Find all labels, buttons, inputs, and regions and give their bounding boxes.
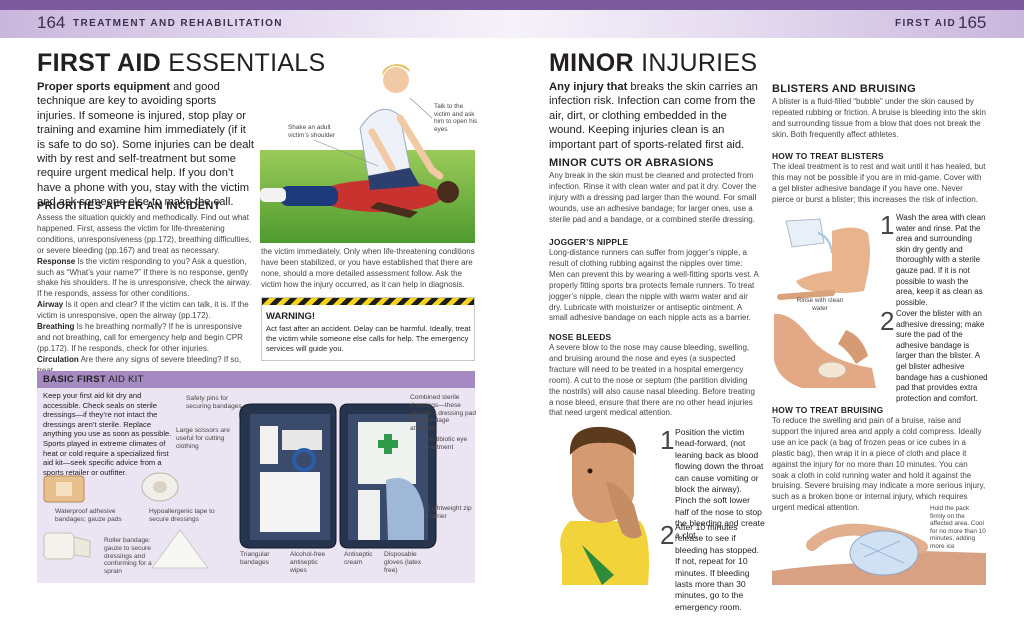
- label-tape: Hypoallergenic tape to secure dressings: [149, 508, 215, 523]
- blister-step1-number: 1: [880, 210, 895, 240]
- blister-step1-text: Wash the area with clean water and rinse…: [896, 213, 986, 307]
- label-zip-carrier: Lightweight zip carrier: [428, 505, 472, 520]
- label-hold-pack: Hold the pack firmly on the affected are…: [930, 505, 986, 550]
- label-roller-bandage: Roller bandage: gauze to secure dressing…: [104, 537, 152, 576]
- title-bold: FIRST AID: [37, 49, 161, 77]
- nose-step1-text: Position the victim head-forward, (not l…: [675, 427, 765, 540]
- label-shake-shoulder: Shake an adult victim’s shoulder: [288, 124, 336, 139]
- kit-heading-light: AID KIT: [105, 374, 144, 385]
- kit-heading: BASIC FIRST AID KIT: [43, 374, 144, 385]
- first-aid-lead: Proper sports equipment and good techniq…: [37, 80, 257, 210]
- adhesive-bandages-illustration: [43, 475, 85, 503]
- nose-text: A severe blow to the nose may cause blee…: [549, 343, 755, 418]
- left-page-number: 164: [37, 13, 66, 32]
- response-text: Is the victim responding to you? Ask a q…: [37, 256, 252, 299]
- label-safety-pins: Safety pins for securing bandages: [186, 395, 242, 410]
- minor-lead-bold: Any injury that: [549, 81, 628, 93]
- treat-bruising-text: To reduce the swelling and pain of a bru…: [772, 416, 986, 513]
- warning-title: WARNING!: [266, 311, 316, 322]
- roller-bandage-illustration: [43, 532, 91, 560]
- first-aid-kit-header: [37, 371, 475, 388]
- warning-stripe: [262, 298, 474, 305]
- breathing-text: Is he breathing normally? If he is unres…: [37, 322, 243, 353]
- right-page-number: 165: [958, 13, 987, 32]
- circulation-label: Circulation: [37, 354, 79, 364]
- nipple-text: Long-distance runners can suffer from jo…: [549, 248, 759, 323]
- lead-rest: and good technique are key to avoiding s…: [37, 81, 255, 209]
- label-gloves: Disposable gloves (latex free): [384, 551, 422, 574]
- cuts-heading: MINOR CUTS OR ABRASIONS: [549, 157, 714, 169]
- triangular-bandage-illustration: [151, 529, 209, 569]
- cpr-illustration: [260, 64, 475, 243]
- kit-intro: Keep your first aid kit dry and accessib…: [43, 391, 172, 477]
- minor-title-bold: MINOR: [549, 49, 634, 77]
- left-running-head: TREATMENT AND REHABILITATION: [73, 18, 283, 29]
- nose-step2-text: After 10 minutes release to see if bleed…: [675, 522, 760, 612]
- airway-label: Airway: [37, 300, 64, 310]
- lead-bold: Proper sports equipment: [37, 81, 171, 93]
- kit-heading-bold: BASIC FIRST: [43, 374, 106, 385]
- minor-lead-rest: breaks the skin carries an infection ris…: [549, 81, 758, 151]
- blisters-heading: BLISTERS AND BRUISING: [772, 83, 917, 95]
- blisters-text: A blister is a fluid-filled “bubble” und…: [772, 97, 986, 139]
- label-antiseptic-cream: Antiseptic cream: [344, 551, 373, 566]
- warning-text: Act fast after an accident. Delay can be…: [266, 324, 471, 353]
- header-strip-right: [512, 10, 1024, 38]
- priorities-body: Assess the situation quickly and methodi…: [37, 213, 257, 377]
- label-rinse: Rinse with clean water: [796, 297, 844, 312]
- minor-title-light: INJURIES: [641, 49, 758, 77]
- blister-step2-number: 2: [880, 306, 895, 336]
- priorities-continued: the victim immediately. Only when life-t…: [261, 247, 475, 289]
- label-antibiotic: Antibiotic eye ointment: [428, 436, 468, 451]
- header-strip-left: [0, 10, 512, 38]
- title-light: ESSENTIALS: [168, 49, 326, 77]
- response-label: Response: [37, 256, 76, 266]
- nose-heading: NOSE BLEEDS: [549, 332, 612, 342]
- priorities-intro: Assess the situation quickly and methodi…: [37, 213, 252, 255]
- priorities-heading: PRIORITIES AFTER AN INCIDENT: [37, 200, 221, 212]
- apply-dressing-illustration: [774, 313, 876, 388]
- label-talk-to-victim: Talk to the victim and ask him to open h…: [434, 103, 478, 133]
- minor-lead: Any injury that breaks the skin carries …: [549, 80, 759, 152]
- treat-bruising-heading: HOW TO TREAT BRUISING: [772, 405, 884, 415]
- tape-roll-illustration: [141, 472, 179, 502]
- wash-foot-illustration: [777, 218, 870, 300]
- cuts-text: Any break in the skin must be cleaned an…: [549, 171, 757, 224]
- label-waterproof: Waterproof adhesive bandages; gauze pads: [55, 508, 122, 523]
- label-combined-dressings: Combined sterile dressings—these include…: [410, 394, 476, 433]
- ice-pack-illustration: [772, 523, 986, 585]
- circulation-text: Are there any signs of severe bleeding? …: [37, 354, 242, 375]
- nipple-heading: JOGGER’S NIPPLE: [549, 237, 629, 247]
- label-scissors: Large scissors are useful for cutting cl…: [176, 427, 230, 450]
- nose-step1-number: 1: [660, 425, 675, 455]
- nose-bleed-illustration: [560, 426, 649, 585]
- kit-bag-illustration: [239, 403, 437, 549]
- treat-blisters-text: The ideal treatment is to rest and wait …: [772, 162, 986, 204]
- warning-box: WARNING! Act fast after an accident. Del…: [261, 297, 475, 361]
- nose-step2-number: 2: [660, 520, 675, 550]
- header-bar: [0, 0, 1024, 10]
- blister-step2-text: Cover the blister with an adhesive dress…: [896, 309, 988, 403]
- treat-blisters-heading: HOW TO TREAT BLISTERS: [772, 151, 884, 161]
- label-triangular: Triangular bandages: [240, 551, 270, 566]
- right-running-head: FIRST AID: [895, 18, 957, 29]
- page-title-first-aid: FIRST AID ESSENTIALS: [37, 49, 325, 78]
- label-alcohol-wipes: Alcohol-free antiseptic wipes: [290, 551, 326, 574]
- airway-text: Is it open and clear? If the victim can …: [37, 300, 249, 321]
- page-title-minor-injuries: MINOR INJURIES: [549, 49, 757, 78]
- breathing-label: Breathing: [37, 322, 75, 332]
